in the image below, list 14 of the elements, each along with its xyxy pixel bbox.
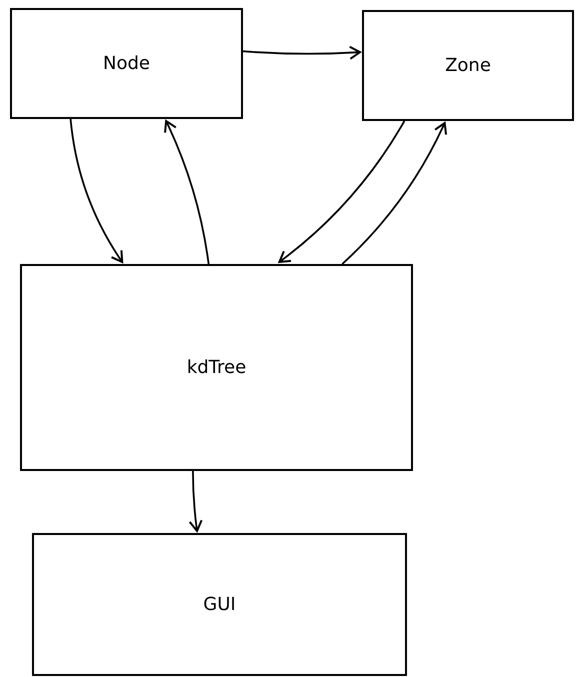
arrow xyxy=(242,46,361,60)
process-box xyxy=(10,8,243,119)
box-label: Node xyxy=(103,53,150,74)
box-label: kdTree xyxy=(186,357,246,378)
arrow xyxy=(278,120,406,263)
process-box xyxy=(20,264,413,471)
arrow xyxy=(70,118,124,263)
box-label: Zone xyxy=(445,55,491,76)
arrow xyxy=(342,122,447,265)
box-label: GUI xyxy=(203,594,236,615)
process-box xyxy=(362,10,574,121)
arrow xyxy=(164,120,210,264)
process-box xyxy=(32,533,407,676)
arrow xyxy=(188,471,203,532)
